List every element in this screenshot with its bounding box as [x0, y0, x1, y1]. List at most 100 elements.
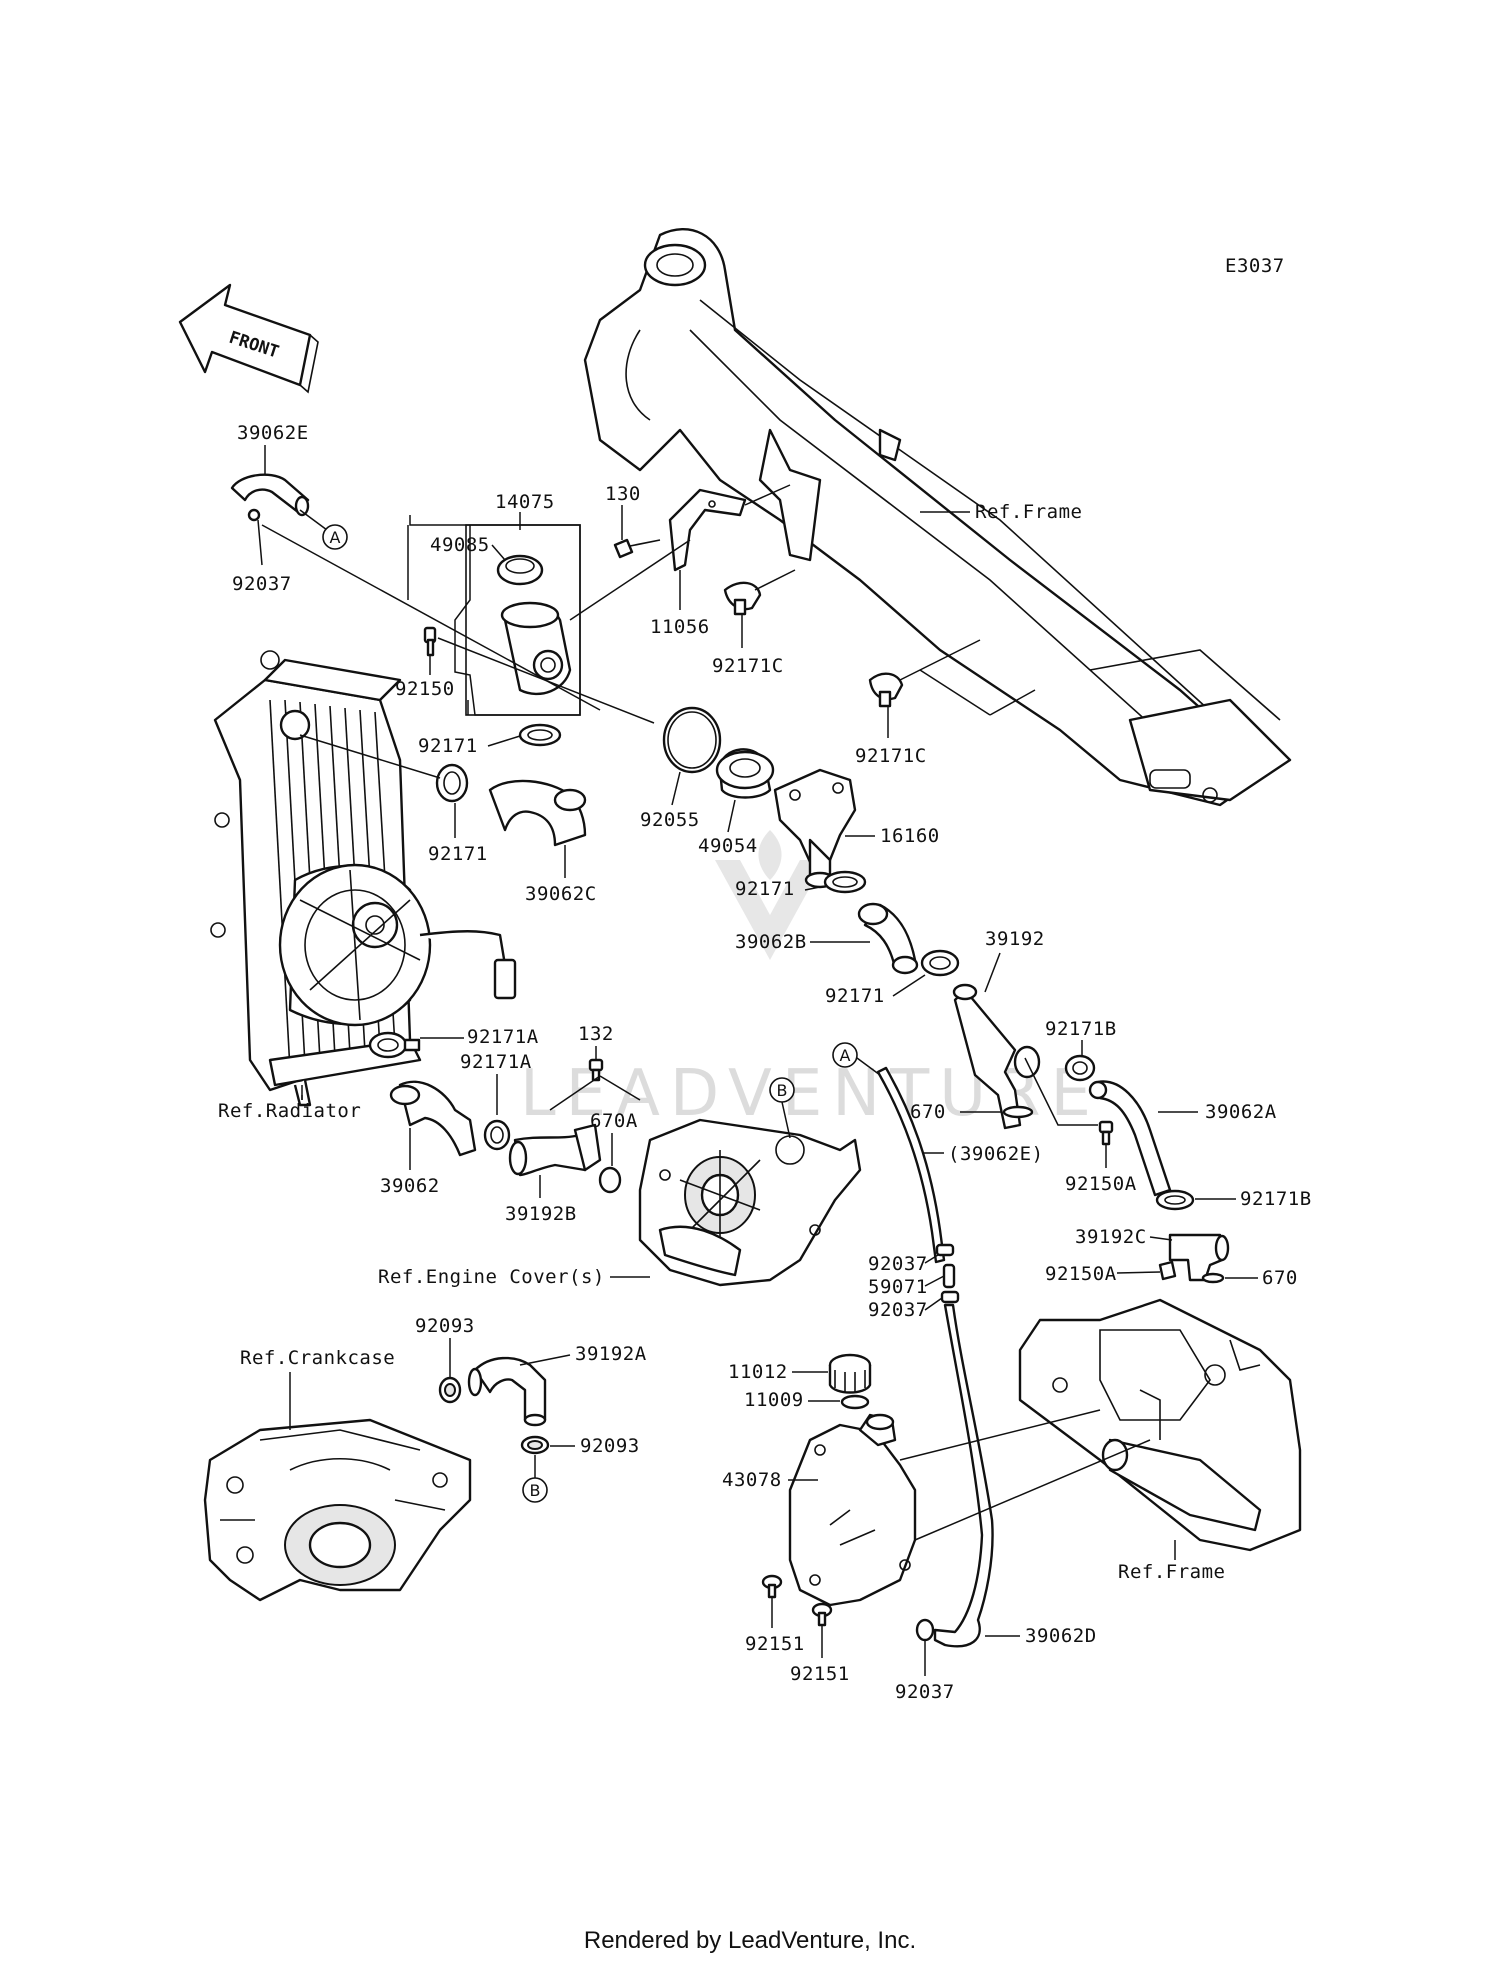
o-ring-670A: [598, 1166, 622, 1194]
connector-b-upper-label: B: [777, 1081, 788, 1100]
label-39062A: 39062A: [1205, 1101, 1277, 1123]
label-92171-c: 92171: [735, 878, 795, 900]
engine-cover: [638, 1118, 862, 1287]
label-92171-b: 92171: [428, 843, 488, 865]
label-92037-b: 92037: [868, 1299, 928, 1321]
o-ring-670-b: [1201, 1272, 1225, 1284]
bolt-130: [613, 538, 661, 559]
thermostat-49054: [715, 748, 775, 799]
ref-engine-cover: Ref.Engine Cover(s): [378, 1266, 605, 1288]
ref-radiator: Ref.Radiator: [218, 1100, 361, 1122]
label-14075: 14075: [495, 491, 555, 513]
o-ring-92055: [662, 706, 722, 774]
o-ring-670: [1002, 1105, 1034, 1119]
connector-a-lower: [832, 1042, 858, 1068]
pipe-39192: [952, 983, 1041, 1130]
label-92037-top: 92037: [232, 573, 292, 595]
diagram-code: E3037: [1225, 255, 1285, 277]
label-92055: 92055: [640, 809, 700, 831]
hose-39062: [389, 1080, 477, 1157]
label-39062: 39062: [380, 1175, 440, 1197]
filler-neck-assembly: [407, 515, 581, 716]
label-39062E: 39062E: [237, 422, 309, 444]
hose-39062E: [230, 473, 310, 522]
clamp-92171A-b: [483, 1119, 511, 1151]
label-49085: 49085: [430, 534, 490, 556]
label-92150: 92150: [395, 678, 455, 700]
crankcase: [203, 1418, 472, 1602]
pipe-39192B: [508, 1123, 602, 1177]
label-670: 670: [910, 1101, 946, 1123]
label-59071: 59071: [868, 1276, 928, 1298]
bracket-11056: [668, 488, 747, 572]
clamp-92171-c: [823, 870, 867, 894]
seal-92093-b: [520, 1435, 550, 1455]
clamp-92171-b: [435, 763, 469, 803]
label-92037-a: 92037: [868, 1253, 928, 1275]
thermostat-housing-16160: [773, 768, 857, 889]
bolt-92150A-b: [1158, 1260, 1177, 1281]
front-arrow-icon: FRONT: [178, 283, 319, 394]
label-92171A-b: 92171A: [460, 1051, 532, 1073]
label-39062E-paren: (39062E): [948, 1143, 1044, 1165]
label-11056: 11056: [650, 616, 710, 638]
connector-a-top-label: A: [330, 528, 341, 547]
label-11009: 11009: [744, 1389, 804, 1411]
bolt-92150A-a: [1098, 1120, 1114, 1146]
label-670A: 670A: [590, 1110, 638, 1132]
label-49054: 49054: [698, 835, 758, 857]
hose-39062A: [1088, 1080, 1172, 1197]
bolt-132: [588, 1058, 604, 1082]
hose-39062B: [857, 902, 919, 975]
label-92037-c: 92037: [895, 1681, 955, 1703]
label-92151-b: 92151: [790, 1663, 850, 1685]
footer-credit: Rendered by LeadVenture, Inc.: [584, 1927, 916, 1954]
ref-frame-upper: Ref.Frame: [975, 501, 1082, 523]
clamp-92171B-a: [1064, 1054, 1096, 1082]
bolt-92151-b: [811, 1602, 833, 1627]
gasket-11009: [840, 1394, 870, 1410]
label-92093-b: 92093: [580, 1435, 640, 1457]
connector-b-lower-label: B: [530, 1481, 541, 1500]
label-92171-d: 92171: [825, 985, 885, 1007]
label-39192B: 39192B: [505, 1203, 577, 1225]
label-39192C: 39192C: [1075, 1226, 1147, 1248]
label-92171B-b: 92171B: [1240, 1188, 1312, 1210]
seal-92093-a: [438, 1376, 462, 1404]
frame-lower: [1018, 1298, 1302, 1552]
label-39192: 39192: [985, 928, 1045, 950]
radiator: [210, 650, 517, 1107]
clamp-92171B-b: [1155, 1189, 1195, 1211]
cap-11012: [828, 1353, 872, 1394]
bolt-92151-a: [761, 1574, 783, 1599]
label-16160: 16160: [880, 825, 940, 847]
joint-59071: [942, 1263, 956, 1289]
clamp-92171A-a: [368, 1031, 421, 1059]
label-92171-a: 92171: [418, 735, 478, 757]
label-132: 132: [578, 1023, 614, 1045]
frame-upper: [583, 228, 1292, 807]
clamp-92171-a: [518, 723, 562, 747]
label-39062C: 39062C: [525, 883, 597, 905]
label-92171C-b: 92171C: [855, 745, 927, 767]
label-92093-a: 92093: [415, 1315, 475, 1337]
hose-39062C: [488, 779, 587, 847]
connector-a-top: [322, 524, 348, 550]
clamp-92037-a: [935, 1243, 955, 1257]
label-92171B-a: 92171B: [1045, 1018, 1117, 1040]
hose-39062D: [933, 1303, 994, 1648]
label-92151-a: 92151: [745, 1633, 805, 1655]
hose-39062E-reservoir: [876, 1066, 946, 1264]
label-43078: 43078: [722, 1469, 782, 1491]
clamp-92037-c: [915, 1618, 935, 1642]
label-39192A: 39192A: [575, 1343, 647, 1365]
clamp-92171C-b: [868, 672, 904, 708]
label-11012: 11012: [728, 1361, 788, 1383]
reservoir-43078: [788, 1413, 917, 1607]
clamp-92171C-a: [723, 581, 762, 616]
label-39062B: 39062B: [735, 931, 807, 953]
label-92150A-b: 92150A: [1045, 1263, 1117, 1285]
label-670-b: 670: [1262, 1267, 1298, 1289]
label-130: 130: [605, 483, 641, 505]
